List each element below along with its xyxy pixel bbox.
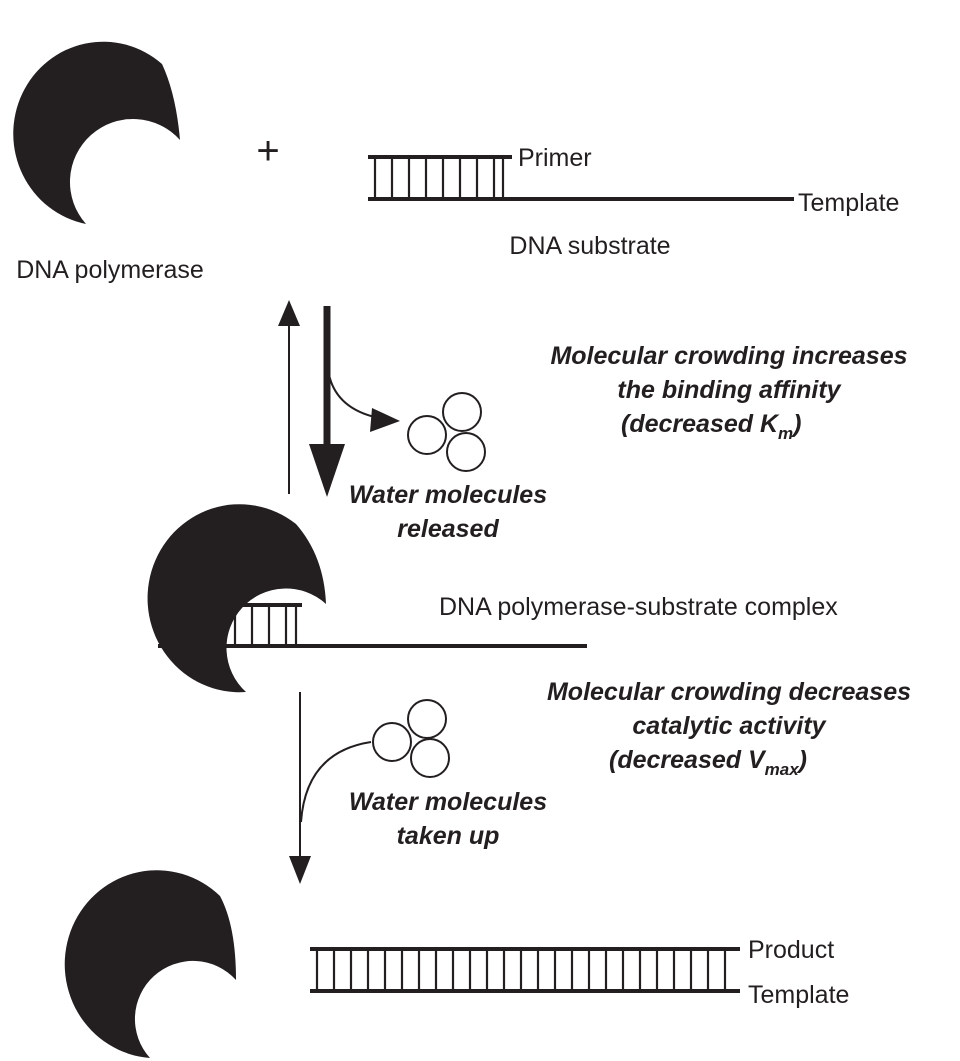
reverse-arrow-icon [278, 300, 300, 494]
dna-substrate [368, 155, 794, 201]
polymerase-label: DNA polymerase [16, 256, 204, 284]
template-label: Template [798, 189, 899, 217]
release-curve-arrow [327, 369, 393, 421]
release-arrowhead [370, 408, 400, 432]
substrate-label: DNA substrate [509, 232, 670, 260]
product-base-pairs [315, 949, 727, 991]
water-molecules-uptake-icon [372, 699, 450, 778]
primer-label: Primer [518, 144, 592, 172]
step1-line3: (decreased Km) [621, 410, 801, 443]
water-molecules-icon [407, 392, 486, 472]
catalysis-arrow-icon [289, 692, 311, 884]
product-dna [310, 947, 740, 993]
step1-line2: the binding affinity [617, 376, 841, 404]
water-released-line1: Water molecules [349, 481, 547, 509]
step2-line2: catalytic activity [632, 712, 826, 740]
complex-label: DNA polymerase-substrate complex [439, 593, 838, 621]
water-uptake-line1: Water molecules [349, 788, 547, 816]
plus-sign: + [256, 129, 279, 173]
uptake-curve [300, 741, 372, 823]
water-uptake-line2: taken up [397, 822, 500, 850]
complex-polymerase-icon [147, 504, 326, 693]
substrate-base-pairs [373, 157, 505, 199]
step2-line1: Molecular crowding decreases [547, 678, 911, 706]
forward-arrow-icon [309, 306, 345, 497]
polymerase-crescent-icon [13, 41, 180, 225]
released-polymerase-icon [64, 870, 236, 1058]
product-label: Product [748, 936, 834, 964]
water-released-line2: released [397, 515, 499, 543]
product-template-label: Template [748, 981, 849, 1009]
step2-line3: (decreased Vmax) [609, 746, 807, 779]
step1-line1: Molecular crowding increases [550, 342, 907, 370]
